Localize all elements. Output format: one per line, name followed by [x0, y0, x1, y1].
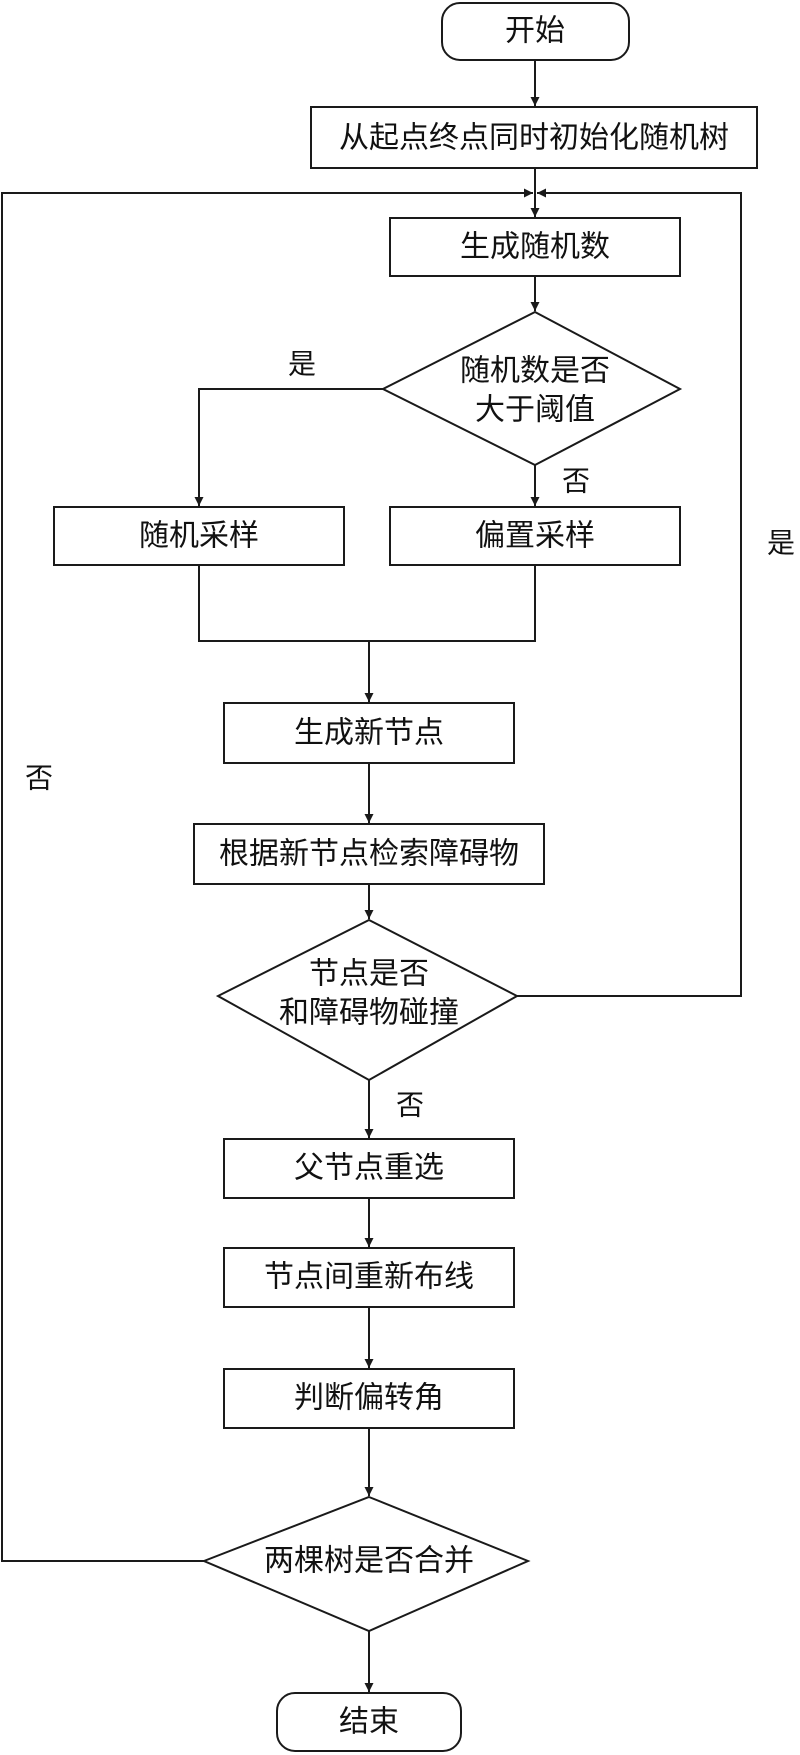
threshold-yes-label: 是	[288, 348, 316, 381]
edge-merge-no-loop	[1, 188, 533, 1562]
gen-random-label: 生成随机数	[460, 230, 610, 265]
merge-no-label: 否	[25, 762, 53, 795]
edge-collision-yes-loop	[517, 188, 742, 997]
random-sample-node: 随机采样	[53, 506, 345, 566]
init-label: 从起点终点同时初始化随机树	[339, 121, 729, 156]
collision-no-label: 否	[396, 1089, 424, 1122]
rewire-node: 节点间重新布线	[223, 1247, 515, 1308]
edge-threshold-yes	[194, 388, 383, 506]
parent-reselect-label: 父节点重选	[294, 1151, 444, 1186]
new-node-step: 生成新节点	[223, 702, 515, 764]
bias-sample-label: 偏置采样	[475, 519, 595, 554]
merge-label: 两棵树是否合并	[264, 1544, 474, 1579]
new-node-label: 生成新节点	[294, 716, 444, 751]
collision-label-line1: 节点是否	[309, 957, 429, 992]
bias-sample-node: 偏置采样	[389, 506, 681, 566]
search-obstacle-label: 根据新节点检索障碍物	[219, 837, 519, 872]
edge-random-sample-join	[198, 565, 536, 642]
end-label: 结束	[339, 1705, 399, 1740]
end-node: 结束	[276, 1692, 462, 1752]
deflection-node: 判断偏转角	[223, 1368, 515, 1429]
start-label: 开始	[505, 14, 565, 49]
threshold-label-line2: 大于阈值	[475, 393, 595, 428]
gen-random-node: 生成随机数	[389, 217, 681, 277]
init-node: 从起点终点同时初始化随机树	[310, 106, 758, 169]
collision-decision: 节点是否 和障碍物碰撞	[215, 918, 520, 1082]
parent-reselect-node: 父节点重选	[223, 1138, 515, 1199]
random-sample-label: 随机采样	[139, 519, 259, 554]
rewire-label: 节点间重新布线	[264, 1260, 474, 1295]
threshold-label-line1: 随机数是否	[460, 354, 610, 389]
collision-yes-label: 是	[767, 527, 795, 560]
search-obstacle-node: 根据新节点检索障碍物	[193, 823, 545, 885]
collision-label-line2: 和障碍物碰撞	[279, 996, 459, 1031]
start-node: 开始	[441, 2, 630, 61]
merge-decision: 两棵树是否合并	[201, 1495, 531, 1633]
deflection-label: 判断偏转角	[294, 1381, 444, 1416]
threshold-decision: 随机数是否 大于阈值	[380, 310, 683, 467]
threshold-no-label: 否	[562, 465, 590, 498]
